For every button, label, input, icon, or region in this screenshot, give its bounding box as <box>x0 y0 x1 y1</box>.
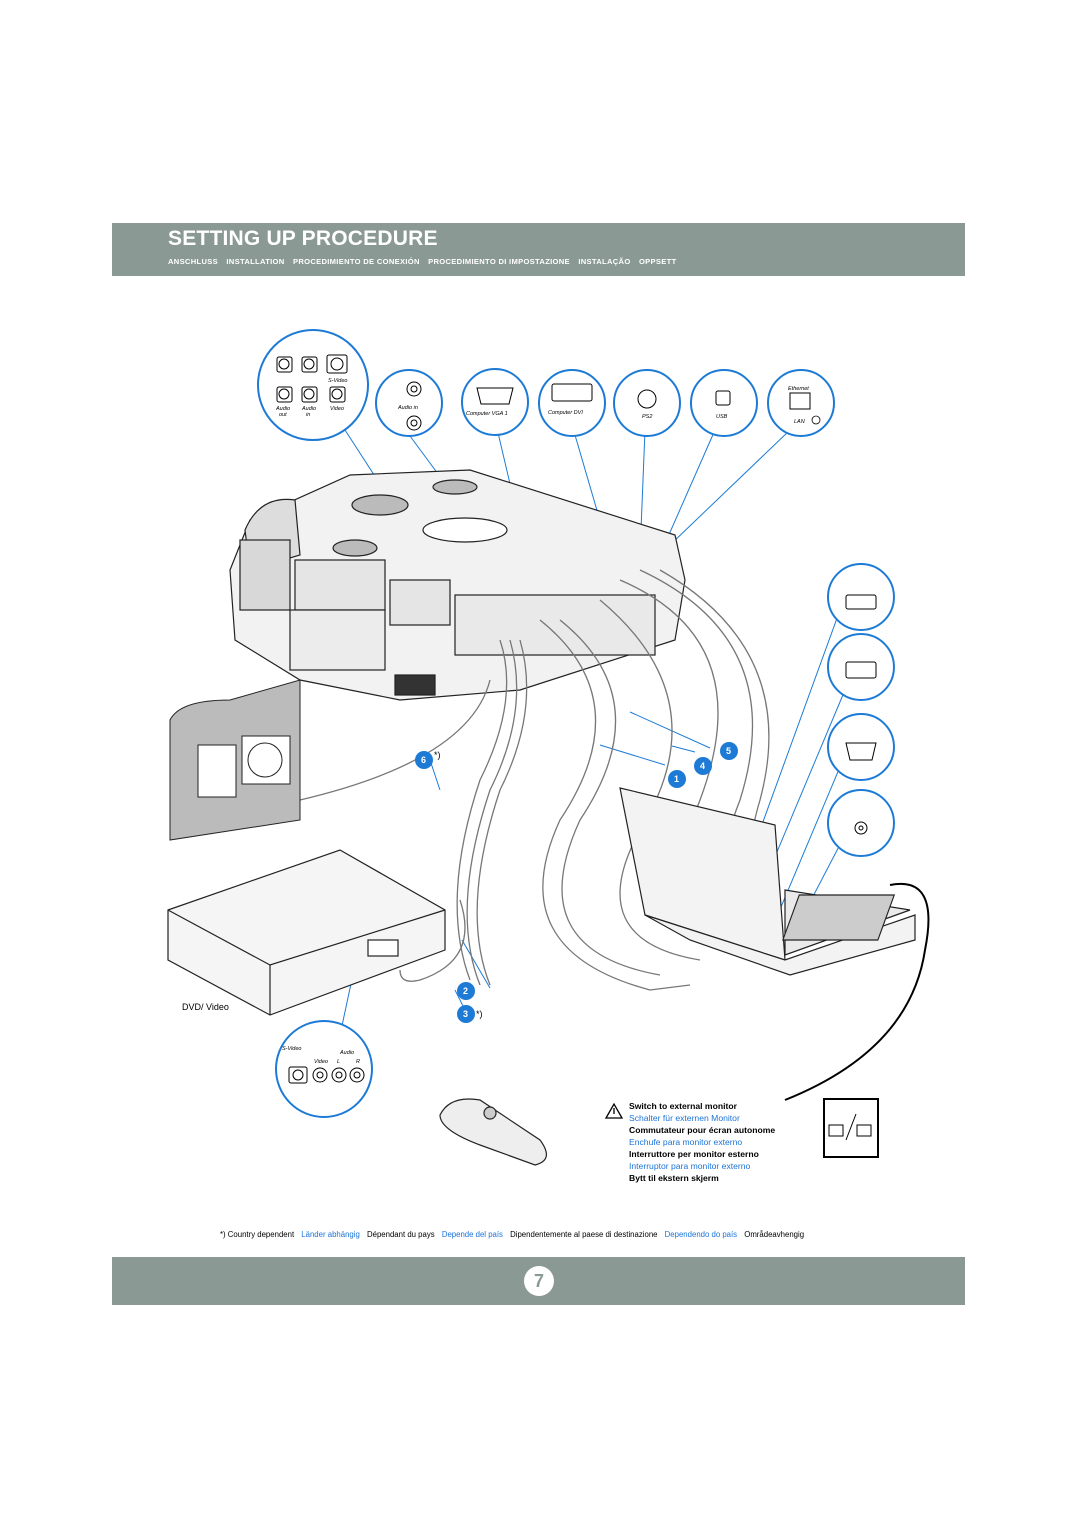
dvi-circle <box>538 369 606 437</box>
video-label: Video <box>330 406 344 412</box>
dvd-audio-label: Audio <box>339 1050 354 1056</box>
subtitle-es: PROCEDIMIENTO DE CONEXIÓN <box>292 257 420 266</box>
footnote-it: Dipendentemente al paese di destinazione <box>510 1230 658 1239</box>
projector <box>229 469 686 701</box>
subtitle-fr: INSTALLATION <box>226 257 285 266</box>
switch-de: Schalter für externen Monitor <box>629 1113 740 1123</box>
audio-in-circle <box>375 369 443 437</box>
switch-it: Interruttore per monitor esterno <box>629 1149 759 1159</box>
footnote-no: Områdeavhengig <box>744 1230 805 1239</box>
page-title: SETTING UP PROCEDURE <box>168 227 438 250</box>
audio-out-label: Audio <box>275 406 290 412</box>
switch-fr: Commutateur pour écran autonome <box>629 1125 776 1135</box>
wall-socket <box>169 679 301 841</box>
callout-3: 3 <box>463 1009 468 1019</box>
monitor-switch-icon <box>823 1098 879 1158</box>
warning-icon <box>604 1102 624 1119</box>
subtitle-pt: INSTALAÇÃO <box>578 257 631 266</box>
subtitle-it: PROCEDIMIENTO DI IMPOSTAZIONE <box>428 257 570 266</box>
switch-instructions: Switch to external monitor Schalter für … <box>629 1100 775 1184</box>
svg-text:out: out <box>279 412 287 418</box>
audio-in-label: Audio in <box>397 405 418 411</box>
callout-3-asterisk: *) <box>476 1009 483 1019</box>
laptop <box>619 787 916 976</box>
lan-label: LAN <box>794 419 805 425</box>
callout-1: 1 <box>674 774 679 784</box>
audio-in-small-label: Audio <box>301 406 316 412</box>
callout-2: 2 <box>463 986 468 996</box>
vga-label: Computer VGA 1 <box>466 411 508 417</box>
switch-pt: Interruptor para monitor externo <box>629 1161 751 1171</box>
ethernet-label: Ethernet <box>788 386 809 392</box>
av-ports-circle <box>257 329 369 441</box>
subtitle-de: ANSCHLUSS <box>168 257 218 266</box>
callout-6: 6 <box>421 755 426 765</box>
switch-en: Switch to external monitor <box>629 1101 737 1111</box>
language-subtitle: ANSCHLUSS INSTALLATION PROCEDIMIENTO DE … <box>168 257 683 266</box>
usb-label: USB <box>716 414 728 420</box>
switch-no: Bytt til ekstern skjerm <box>629 1173 719 1183</box>
s-video-label: S-Video <box>328 378 347 384</box>
dvd-s-video-label: S-Video <box>282 1046 301 1052</box>
ps2-label: PS2 <box>642 414 652 420</box>
footnote-pt: Dependendo do país <box>664 1230 738 1239</box>
svg-text:in: in <box>306 412 310 418</box>
dvd-l-label: L <box>337 1059 340 1065</box>
dvd-r-label: R <box>356 1059 360 1065</box>
footnote: *) Country dependent Länder abhängig Dép… <box>220 1230 809 1239</box>
subtitle-no: OPPSETT <box>638 257 677 266</box>
footnote-en: *) Country dependent <box>220 1230 295 1239</box>
dvd-label: DVD/ Video <box>182 1002 229 1012</box>
footnote-fr: Dépendant du pays <box>367 1230 435 1239</box>
footnote-es: Depende del país <box>441 1230 503 1239</box>
page-number: 7 <box>524 1266 554 1296</box>
header-band: SETTING UP PROCEDURE ANSCHLUSS INSTALLAT… <box>112 223 965 276</box>
callout-6-asterisk: *) <box>434 750 441 760</box>
remote-control <box>439 1098 547 1166</box>
dvi-label: Computer DVI <box>548 410 583 416</box>
callout-5: 5 <box>726 746 731 756</box>
callout-4: 4 <box>700 761 705 771</box>
dvd-player <box>167 849 446 1016</box>
footnote-de: Länder abhängig <box>301 1230 360 1239</box>
switch-es: Enchufe para monitor externo <box>629 1137 743 1147</box>
dvd-video-label: Video <box>314 1059 328 1065</box>
footer-band: 7 <box>112 1257 965 1305</box>
